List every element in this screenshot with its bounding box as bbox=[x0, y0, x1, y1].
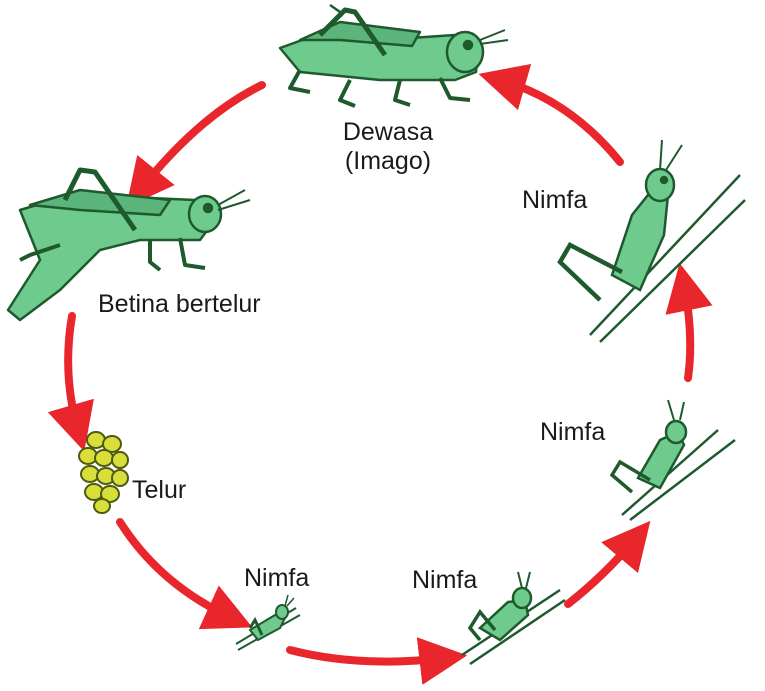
label-female-laying-eggs: Betina bertelur bbox=[98, 290, 261, 318]
arrow-nymph2-to-nymph3-icon bbox=[564, 520, 651, 608]
label-adult-line2: (Imago) bbox=[344, 146, 432, 175]
label-nymph-2: Nimfa bbox=[412, 566, 478, 594]
arrow-egg-to-nymph1-icon bbox=[116, 518, 253, 630]
label-nymph-3: Nimfa bbox=[540, 418, 606, 446]
egg-cluster-icon bbox=[78, 431, 129, 514]
label-nymph-1: Nimfa bbox=[244, 564, 310, 592]
nymph-1-grasshopper-icon bbox=[235, 594, 301, 651]
nymph-3-grasshopper-icon bbox=[609, 399, 736, 521]
nymph-4-grasshopper-icon bbox=[557, 139, 746, 343]
cycle-arrows bbox=[47, 63, 713, 685]
arrow-nymph4-to-adult-icon bbox=[478, 63, 624, 166]
female-grasshopper-icon bbox=[6, 167, 251, 322]
arrow-nymph3-to-nymph4-icon bbox=[665, 263, 713, 382]
arrow-adult-to-female-icon bbox=[126, 81, 266, 208]
adult-grasshopper-icon bbox=[278, 3, 509, 108]
label-nymph-4: Nimfa bbox=[522, 186, 588, 214]
label-adult: Dewasa (Imago) bbox=[328, 118, 448, 176]
nymph-2-grasshopper-icon bbox=[461, 571, 566, 666]
arrow-nymph1-to-nymph2-icon bbox=[286, 637, 468, 685]
label-adult-line1: Dewasa bbox=[342, 118, 434, 146]
arrow-female-to-egg-icon bbox=[47, 312, 94, 452]
label-egg: Telur bbox=[132, 476, 187, 504]
